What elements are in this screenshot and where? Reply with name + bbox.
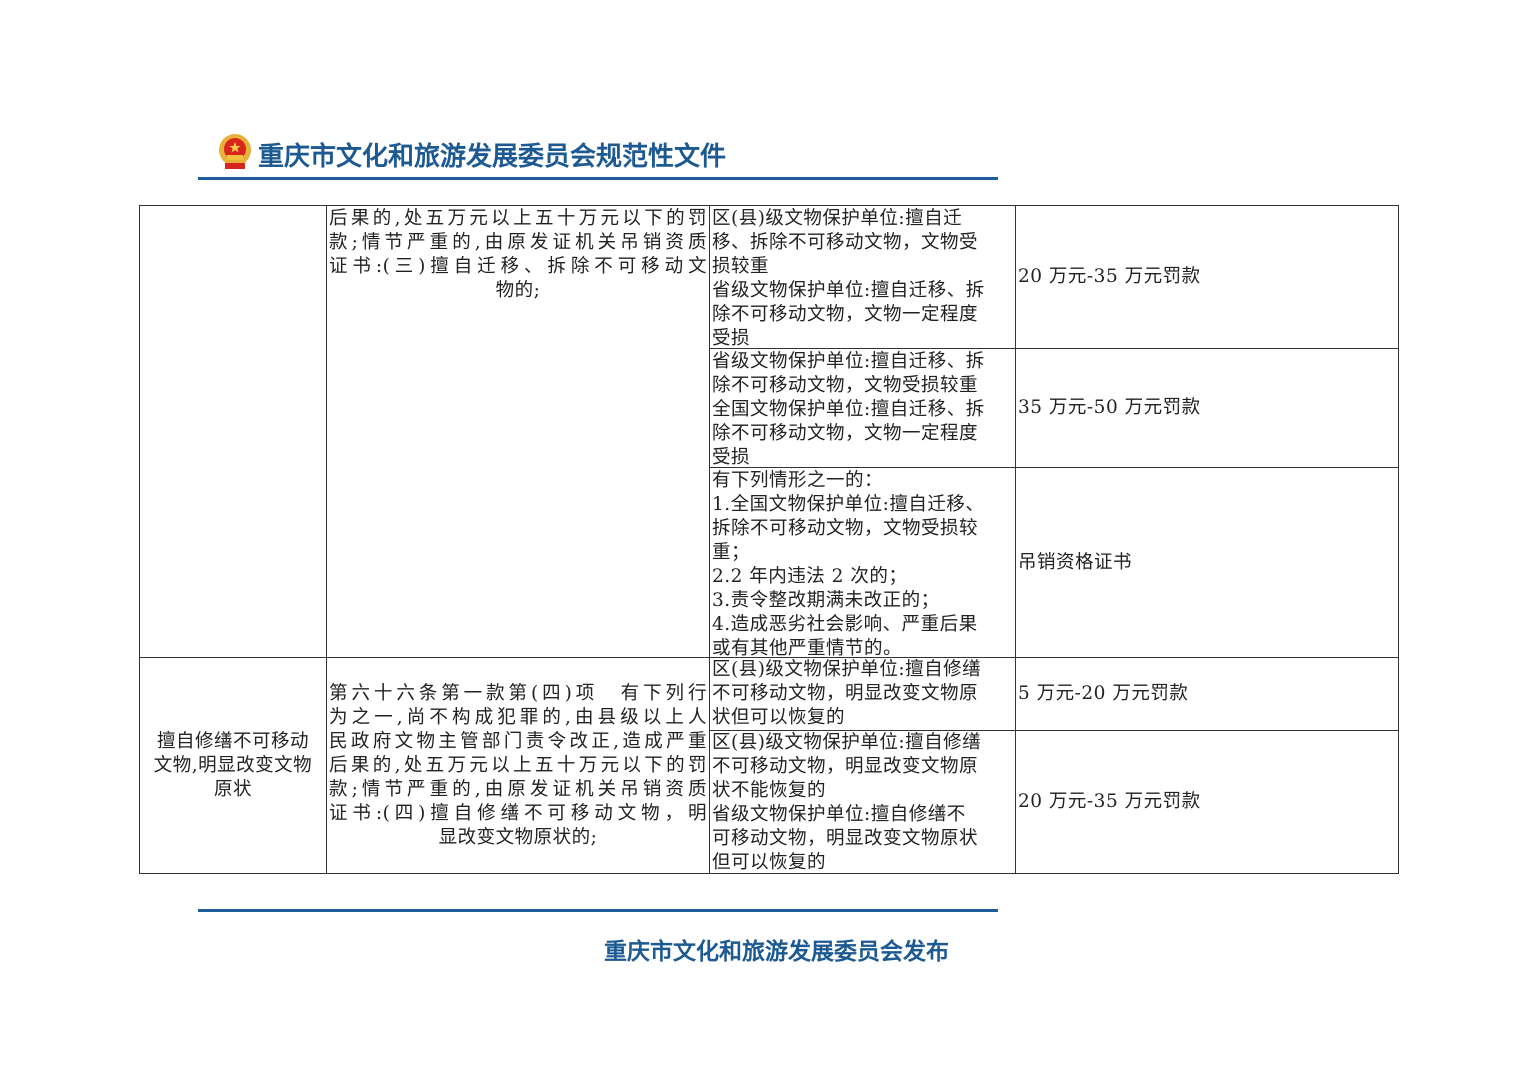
cell-text-line: 原状 (213, 778, 252, 800)
cell-text-line: 擅自修缮不可移动 (156, 730, 309, 752)
cell-text-line: 受损 (712, 328, 751, 349)
cell-text-line: 省级文物保护单位:擅自迁移、拆 (712, 280, 985, 301)
footer-publisher: 重庆市文化和旅游发展委员会发布 (604, 939, 949, 965)
cell-text-line: 文物,明显改变文物 (153, 754, 313, 776)
cell-text-line: 后果的,处五万元以上五十万元以下的罚 (329, 208, 707, 229)
cell-text-line: 2.2 年内违法 2 次的； (712, 566, 908, 587)
violation-cell (139, 205, 327, 658)
cell-text-line: 但可以恢复的 (712, 852, 827, 873)
cell-text-line: 状不能恢复的 (712, 780, 827, 801)
cell-text-line: 除不可移动文物，文物受损较重 (712, 375, 979, 396)
cell-text-line: 状但可以恢复的 (712, 707, 846, 728)
penalty-cell: 20 万元-35 万元罚款 (1015, 205, 1399, 349)
cell-text-line: 证书:(三)擅自迁移、拆除不可移动文 (329, 256, 707, 277)
cell-text-line: 或有其他严重情节的。 (712, 638, 903, 658)
cell-text-line: 民政府文物主管部门责令改正,造成严重 (329, 730, 707, 752)
circumstance-cell: 有下列情形之一的： 1.全国文物保护单位:擅自迁移、拆除不可移动文物，文物受损较重… (709, 467, 1016, 658)
cell-text-line: 省级文物保护单位:擅自迁移、拆 (712, 351, 985, 372)
cell-text-line: 为之一,尚不构成犯罪的,由县级以上人 (329, 706, 707, 728)
cell-text-line: 损较重 (712, 256, 770, 277)
document-header-title: 重庆市文化和旅游发展委员会规范性文件 (258, 142, 727, 172)
cell-text-line: 不可移动文物，明显改变文物原 (712, 683, 979, 704)
cell-text-line: 受损 (712, 447, 751, 468)
cell-text-line: 后果的,处五万元以上五十万元以下的罚 (329, 754, 707, 776)
header-divider (198, 177, 998, 180)
penalty-cell: 35 万元-50 万元罚款 (1015, 348, 1399, 468)
cell-text-line: 4.造成恶劣社会影响、严重后果 (712, 614, 978, 635)
cell-text-line: 区(县)级文物保护单位:擅自修缮 (712, 732, 982, 753)
cell-text: 吊销资格证书 (1018, 551, 1133, 573)
cell-text-line: 1.全国文物保护单位:擅自迁移、 (712, 494, 985, 515)
emblem-icon (217, 133, 253, 171)
penalty-cell: 20 万元-35 万元罚款 (1015, 730, 1399, 874)
cell-text-line: 移、拆除不可移动文物，文物受 (712, 232, 979, 253)
cell-text-line: 除不可移动文物，文物一定程度 (712, 304, 979, 325)
cell-text-line: 可移动文物，明显改变文物原状 (712, 828, 979, 849)
circumstance-cell: 区(县)级文物保护单位:擅自修缮不可移动文物，明显改变文物原状但可以恢复的 (709, 657, 1016, 731)
cell-text: 35 万元-50 万元罚款 (1018, 397, 1201, 418)
cell-text-line: 区(县)级文物保护单位:擅自迁 (712, 208, 963, 229)
cell-text-line: 有下列情形之一的： (712, 470, 884, 491)
cell-text-line: 重； (712, 542, 751, 563)
penalty-cell: 5 万元-20 万元罚款 (1015, 657, 1399, 731)
cell-text: 20 万元-35 万元罚款 (1018, 791, 1201, 812)
violation-cell: 擅自修缮不可移动文物,明显改变文物原状 (139, 657, 327, 874)
cell-text-line: 3.责令整改期满未改正的； (712, 590, 940, 611)
circumstance-cell: 区(县)级文物保护单位:擅自迁移、拆除不可移动文物，文物受损较重省级文物保护单位… (709, 205, 1016, 349)
cell-text-line: 证书:(四)擅自修缮不可移动文物，明 (329, 802, 707, 824)
legal-basis-cell: 后果的,处五万元以上五十万元以下的罚款;情节严重的,由原发证机关吊销资质证书:(… (326, 205, 710, 658)
cell-text-line: 第六十六条第一款第(四)项 有下列行 (329, 682, 707, 704)
cell-text-line: 显改变文物原状的; (438, 826, 598, 848)
cell-text-line: 物的; (495, 280, 541, 301)
cell-text: 20 万元-35 万元罚款 (1018, 266, 1201, 287)
cell-text: 5 万元-20 万元罚款 (1018, 683, 1189, 704)
penalty-cell: 吊销资格证书 (1015, 467, 1399, 658)
cell-text-line: 不可移动文物，明显改变文物原 (712, 756, 979, 777)
footer-divider (198, 909, 998, 912)
cell-text-line: 款;情节严重的,由原发证机关吊销资质 (329, 778, 707, 800)
cell-text-line: 拆除不可移动文物，文物受损较 (712, 518, 979, 539)
cell-text-line: 省级文物保护单位:擅自修缮不 (712, 804, 966, 825)
circumstance-cell: 区(县)级文物保护单位:擅自修缮不可移动文物，明显改变文物原状不能恢复的省级文物… (709, 730, 1016, 874)
cell-text-line: 除不可移动文物，文物一定程度 (712, 423, 979, 444)
circumstance-cell: 省级文物保护单位:擅自迁移、拆除不可移动文物，文物受损较重全国文物保护单位:擅自… (709, 348, 1016, 468)
legal-basis-cell: 第六十六条第一款第(四)项 有下列行为之一,尚不构成犯罪的,由县级以上人民政府文… (326, 657, 710, 874)
cell-text-line: 款;情节严重的,由原发证机关吊销资质 (329, 232, 707, 253)
cell-text-line: 全国文物保护单位:擅自迁移、拆 (712, 399, 985, 420)
cell-text-line: 区(县)级文物保护单位:擅自修缮 (712, 659, 982, 680)
